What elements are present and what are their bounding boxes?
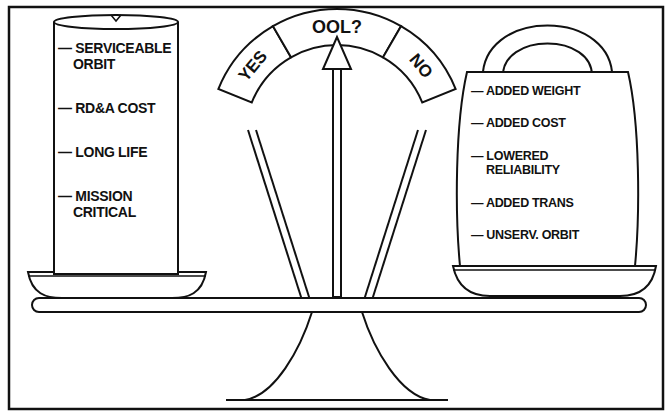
weight-canister: — SERVICEABLE ORBIT — RD&A COST — LONG LIF…	[50, 12, 182, 276]
left-pan-rim	[28, 275, 206, 277]
list-item: — MISSION CRITICAL	[58, 188, 180, 220]
right-pan-rim	[453, 269, 656, 271]
bell-outline	[457, 26, 638, 267]
dial-label: OOL?	[312, 18, 362, 36]
list-item: — RD&A COST	[58, 100, 180, 116]
list-item: — LOWERED RELIABILITY	[471, 149, 623, 178]
right-pan	[453, 266, 656, 296]
dial-outline	[218, 9, 455, 297]
pointer-arrow	[323, 37, 351, 297]
left-pan	[28, 272, 206, 298]
list-item: — SERVICEABLE ORBIT	[58, 40, 180, 72]
shape-outline	[190, 5, 484, 305]
balance-dial: YESOOL?NO	[190, 5, 484, 305]
scale-beam	[32, 298, 646, 312]
base-line	[226, 399, 448, 401]
list-item: — ADDED WEIGHT	[471, 84, 623, 98]
list-item: — UNSERV. ORBIT	[471, 228, 623, 242]
list-item: — ADDED TRANS	[471, 196, 623, 210]
frame	[9, 7, 663, 409]
item-list: — ADDED WEIGHT — ADDED COST — LOWERED RELI…	[471, 84, 623, 260]
list-item: — LONG LIFE	[58, 144, 180, 160]
kettlebell-weight: — ADDED WEIGHT — ADDED COST — LOWERED RELI…	[455, 14, 640, 268]
list-item: — ADDED COST	[471, 116, 623, 130]
item-list: — SERVICEABLE ORBIT — RD&A COST — LONG LIF…	[58, 40, 180, 249]
scale-base	[245, 312, 430, 400]
